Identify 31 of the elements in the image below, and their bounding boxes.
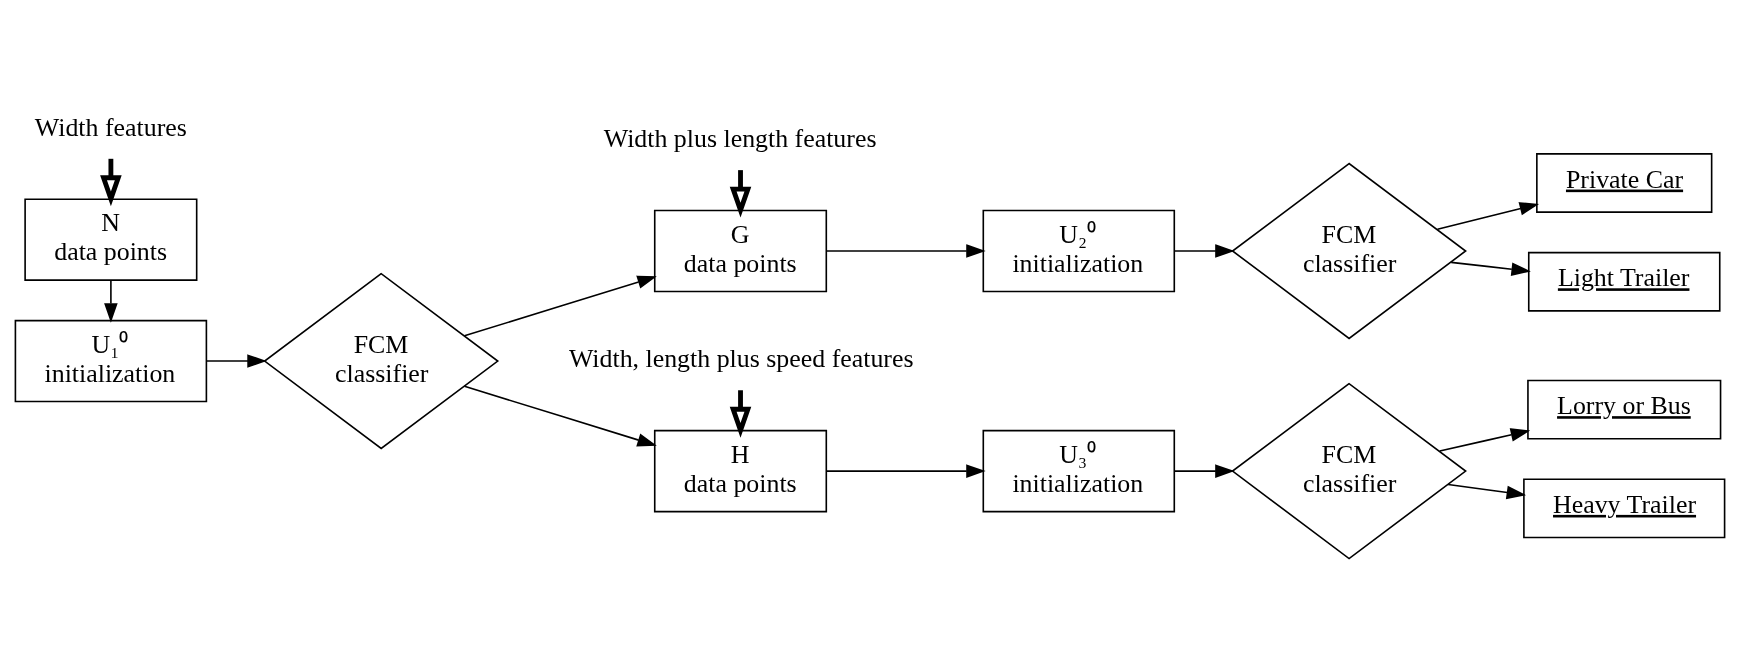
- arrow: [729, 389, 752, 438]
- arrow: [463, 275, 657, 337]
- arrow: [1450, 261, 1531, 276]
- node-box: N data points: [24, 197, 198, 281]
- node-box: G data points: [653, 209, 828, 292]
- node-box: U₂⁰ initialization: [982, 209, 1176, 292]
- arrow: [825, 243, 986, 258]
- arrow: [1173, 243, 1235, 258]
- node-box: Lorry or Bus: [1527, 379, 1722, 440]
- arrow: [1173, 463, 1235, 478]
- node-diamond: FCM classifier: [1231, 162, 1467, 339]
- node-text: Width features: [34, 112, 187, 142]
- node-diamond: FCM classifier: [1231, 382, 1467, 560]
- node-text: Width plus length features: [603, 123, 877, 153]
- arrow: [463, 385, 657, 446]
- arrow: [1438, 427, 1531, 452]
- node-box: U₁⁰ initialization: [14, 319, 208, 402]
- arrow: [205, 353, 267, 368]
- node-box: U₃⁰ initialization: [982, 429, 1176, 512]
- node-box: H data points: [653, 429, 828, 512]
- node-diamond: FCM classifier: [263, 272, 500, 449]
- arrow: [100, 158, 122, 206]
- arrow: [1447, 483, 1527, 499]
- arrow: [104, 279, 118, 323]
- arrow: [1436, 201, 1540, 230]
- arrow: [825, 463, 986, 478]
- node-box: Private Car: [1536, 152, 1713, 213]
- arrow: [729, 169, 752, 217]
- node-box: Light Trailer: [1527, 251, 1721, 312]
- node-box: Heavy Trailer: [1523, 477, 1726, 538]
- node-text: Width, length plus speed features: [568, 343, 914, 373]
